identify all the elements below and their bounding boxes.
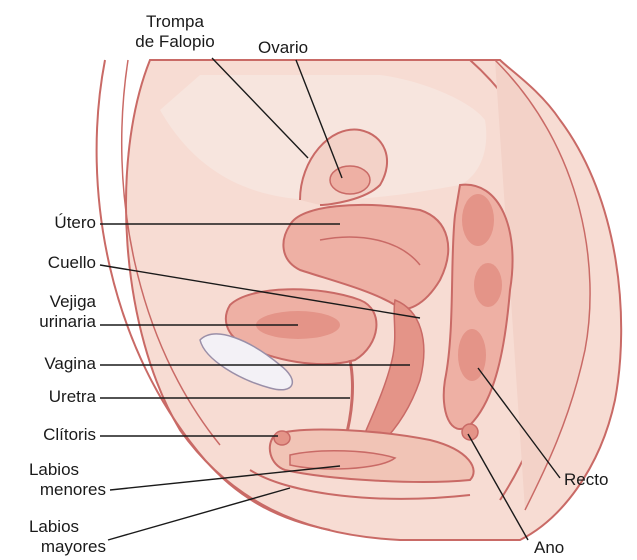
label-vejiga: Vejiga urinaria	[10, 292, 96, 332]
label-ano: Ano	[534, 538, 564, 558]
label-trompa: Trompa de Falopio	[130, 12, 220, 52]
rectum-fold-1	[462, 194, 494, 246]
label-ovario: Ovario	[258, 38, 308, 58]
clitoris-shape	[274, 431, 290, 445]
label-labios-mayores-line1: Labios	[2, 517, 106, 537]
ovary-shape	[330, 166, 370, 194]
label-clitoris: Clítoris	[20, 425, 96, 445]
label-labios-mayores-line2: mayores	[2, 537, 106, 557]
label-vejiga-line2: urinaria	[10, 312, 96, 332]
label-labios-mayores: Labios mayores	[2, 517, 106, 557]
label-recto: Recto	[564, 470, 608, 490]
label-uretra: Uretra	[20, 387, 96, 407]
leader-labios-mayores	[108, 488, 290, 540]
label-trompa-line2: de Falopio	[130, 32, 220, 52]
rectum-fold-2	[474, 263, 502, 307]
label-labios-menores: Labios menores	[2, 460, 106, 500]
label-labios-menores-line2: menores	[2, 480, 106, 500]
label-cuello: Cuello	[26, 253, 96, 273]
label-vejiga-line1: Vejiga	[10, 292, 96, 312]
label-vagina: Vagina	[20, 354, 96, 374]
label-labios-menores-line1: Labios	[2, 460, 106, 480]
label-trompa-line1: Trompa	[130, 12, 220, 32]
label-utero: Útero	[30, 213, 96, 233]
